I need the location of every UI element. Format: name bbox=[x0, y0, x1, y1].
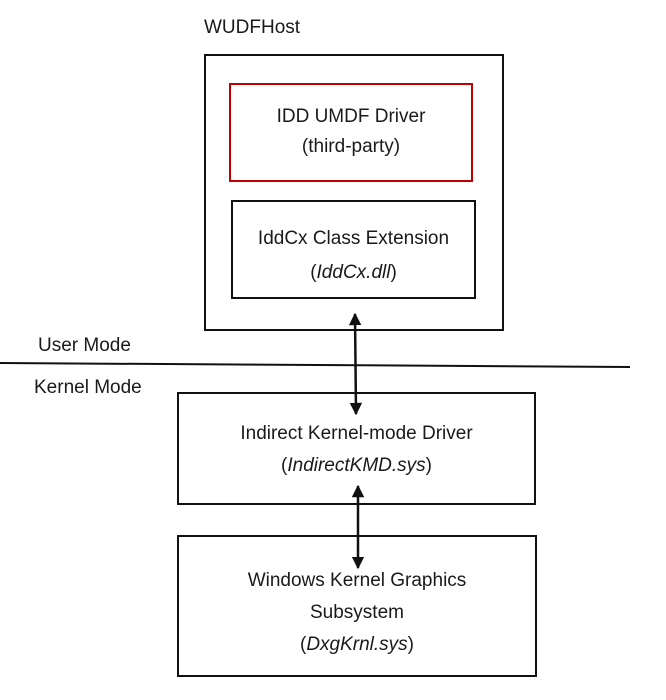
indirect-kmd-filename: (IndirectKMD.sys) bbox=[179, 456, 534, 475]
kernel-mode-label: Kernel Mode bbox=[34, 377, 142, 398]
indirect-kmd-paren-open: ( bbox=[281, 455, 288, 476]
indirect-kmd-sys-name: IndirectKMD.sys bbox=[287, 455, 426, 476]
idd-umdf-driver-subtitle: (third-party) bbox=[301, 136, 401, 157]
wudfhost-label: WUDFHost bbox=[204, 17, 301, 38]
iddcx-dll-name: IddCx.dll bbox=[316, 262, 391, 283]
iddcx-paren-open: ( bbox=[310, 262, 317, 283]
idd-umdf-driver-title: IDD UMDF Driver bbox=[276, 106, 426, 127]
dxgkrnl-paren-close: ) bbox=[407, 634, 414, 655]
user-mode-label: User Mode bbox=[38, 335, 131, 356]
dxgkrnl-paren-open: ( bbox=[299, 634, 307, 655]
dxgkrnl-title: Windows Kernel Graphics bbox=[247, 570, 467, 591]
dxgkrnl-sys-name: DxgKrnl.sys bbox=[306, 634, 408, 655]
iddcx-title: IddCx Class Extension bbox=[257, 228, 450, 249]
iddcx-paren-close: ) bbox=[390, 262, 397, 283]
dxgkrnl-filename: (DxgKrnl.sys) bbox=[179, 635, 535, 654]
user-kernel-boundary-line bbox=[0, 362, 631, 368]
idd-umdf-driver-box: IDD UMDF Driver (third-party) bbox=[229, 83, 473, 182]
iddcx-filename: (IddCx.dll) bbox=[233, 263, 474, 282]
indirect-kmd-title: Indirect Kernel-mode Driver bbox=[240, 423, 473, 444]
indirect-kmd-paren-close: ) bbox=[425, 455, 432, 476]
iddcx-to-indirect-kmd-arrow bbox=[348, 312, 363, 416]
iddcx-class-extension-box: IddCx Class Extension (IddCx.dll) bbox=[231, 200, 476, 299]
dxgkrnl-subtitle: Subsystem bbox=[310, 602, 404, 623]
